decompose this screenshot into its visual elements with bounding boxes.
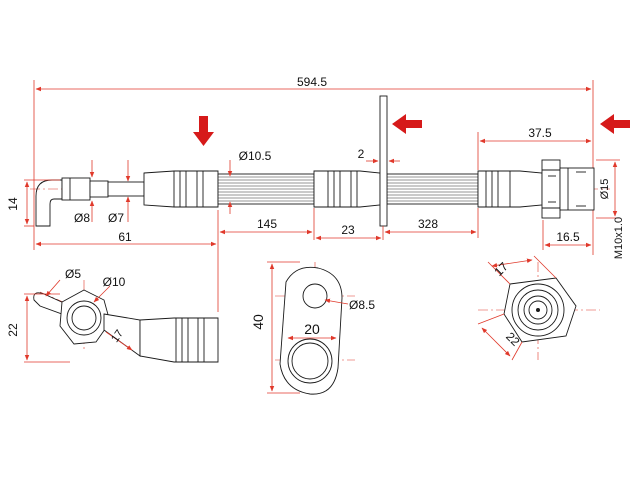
red-arrow-down-icon bbox=[193, 116, 214, 146]
bracket-thickness-dimension: 2 bbox=[358, 147, 400, 164]
right-length-37-5-dimension: 37.5 bbox=[477, 126, 592, 170]
left-tube-fitting bbox=[35, 177, 145, 227]
banjo-hex-17-dimension: 17 bbox=[105, 328, 133, 351]
hose-length-145-dimension: 145 bbox=[219, 208, 315, 240]
banjo-detail bbox=[33, 280, 219, 363]
red-arrow-left-icon bbox=[392, 114, 422, 134]
crimp-length-23-label: 23 bbox=[341, 223, 355, 237]
hose-length-328-dimension: 328 bbox=[384, 208, 479, 238]
bracket-width-20-dimension: 20 bbox=[287, 321, 337, 341]
right-length-16-5-dimension: 16.5 bbox=[542, 220, 592, 250]
left-length-61-label: 61 bbox=[118, 230, 132, 244]
hex-across-17-label: 17 bbox=[491, 259, 511, 279]
right-length-16-5-label: 16.5 bbox=[556, 230, 580, 244]
banjo-height-22-dimension: 22 bbox=[6, 293, 70, 363]
red-arrow-left-icon bbox=[600, 114, 630, 134]
left-length-61-dimension: 61 bbox=[35, 210, 219, 312]
left-dia-8-dimension: Ø8 bbox=[74, 160, 95, 225]
bracket-hole-8-5-dimension: Ø8.5 bbox=[324, 298, 375, 312]
hose-length-328-label: 328 bbox=[418, 217, 438, 231]
hose-dia-dimension: Ø10.5 bbox=[227, 149, 272, 214]
bracket-width-20-label: 20 bbox=[304, 321, 320, 337]
banjo-height-22-label: 22 bbox=[6, 323, 20, 337]
left-fitting-height-dimension: 14 bbox=[6, 179, 60, 227]
right-hex-fitting bbox=[541, 159, 595, 219]
hose-length-145-label: 145 bbox=[257, 217, 277, 231]
left-dia-7-label: Ø7 bbox=[108, 211, 124, 225]
right-crimp-ferrule bbox=[477, 170, 543, 208]
bracket-thickness-label: 2 bbox=[358, 147, 365, 161]
banjo-dia-5-dimension: Ø5 bbox=[45, 267, 81, 297]
left-crimp-ferrule bbox=[143, 170, 219, 208]
left-dia-8-label: Ø8 bbox=[74, 211, 90, 225]
middle-crimp-ferrule bbox=[313, 170, 381, 208]
overall-length-label: 594.5 bbox=[297, 75, 327, 89]
thread-spec-label: M10x1.0 bbox=[613, 217, 625, 259]
hose-dia-label: Ø10.5 bbox=[239, 149, 272, 163]
thread-spec-label-group: M10x1.0 bbox=[613, 217, 625, 259]
hex-end-view bbox=[478, 262, 600, 360]
left-dia-7-dimension: Ø7 bbox=[108, 160, 131, 225]
left-fitting-height-label: 14 bbox=[6, 197, 20, 211]
bracket-height-40-label: 40 bbox=[250, 314, 266, 330]
hex-across-17-dimension: 17 bbox=[487, 255, 557, 285]
right-length-37-5-label: 37.5 bbox=[528, 126, 552, 140]
crimp-length-23-dimension: 23 bbox=[315, 223, 384, 241]
right-dia-15-label: Ø15 bbox=[599, 179, 611, 200]
bracket-height-40-dimension: 40 bbox=[250, 261, 300, 394]
right-dia-15-dimension: Ø15 bbox=[596, 159, 620, 219]
hose-section-1 bbox=[217, 173, 315, 205]
bracket-plate bbox=[379, 95, 388, 227]
banjo-hex-17-label: 17 bbox=[109, 328, 126, 345]
banjo-dia-10-label: Ø10 bbox=[103, 275, 126, 289]
banjo-dia-10-dimension: Ø10 bbox=[93, 275, 126, 303]
banjo-dia-5-label: Ø5 bbox=[65, 267, 81, 281]
hose-section-2 bbox=[386, 173, 479, 205]
overall-length-dimension: 594.5 bbox=[33, 75, 594, 255]
bracket-hole-8-5-label: Ø8.5 bbox=[349, 298, 375, 312]
